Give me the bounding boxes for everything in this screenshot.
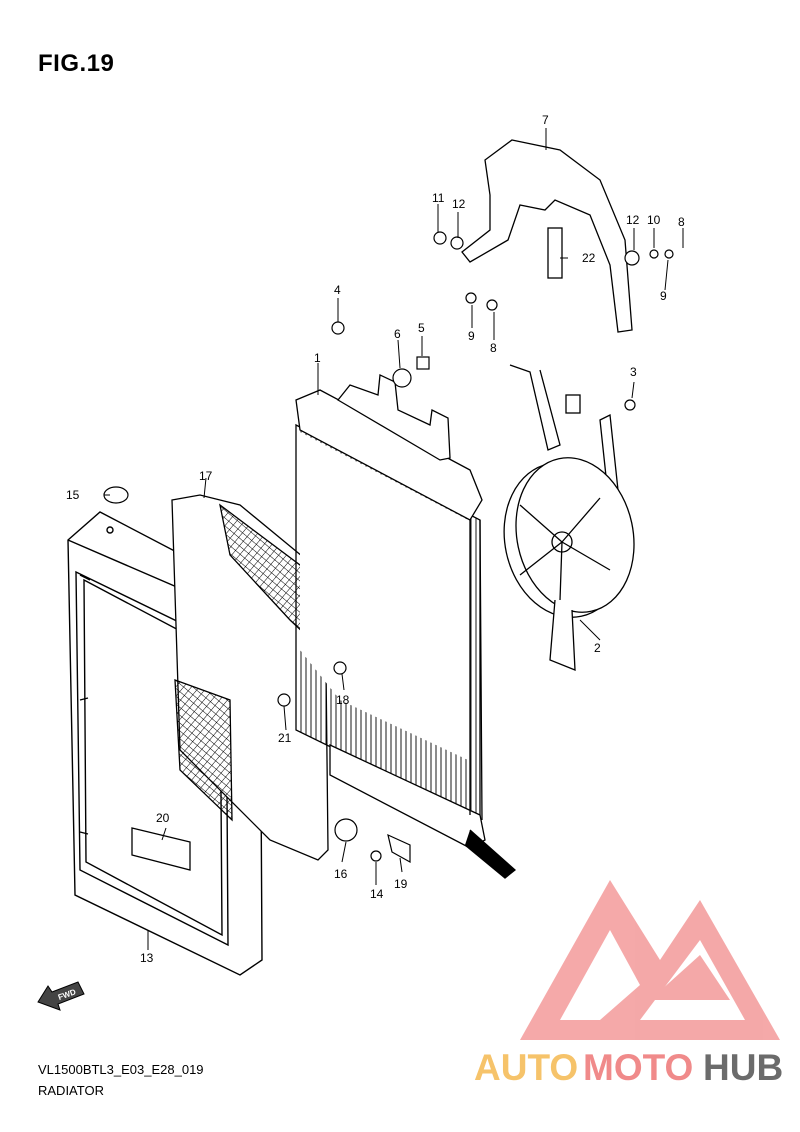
- callout-20: 20: [156, 811, 170, 825]
- callout-13: 13: [140, 951, 154, 965]
- callout-16: 16: [334, 867, 348, 881]
- hardware-parts: [103, 231, 674, 864]
- cooling-fan: [503, 364, 635, 671]
- callout-7: 7: [542, 113, 549, 127]
- callout-9-right: 9: [660, 289, 667, 303]
- leader-lines: [104, 128, 684, 950]
- callout-2: 2: [594, 641, 601, 655]
- callout-labels: 1 2 3 4 5 6 7 8 9 10 11 12 13 14 15 16 1…: [66, 113, 685, 965]
- callout-19: 19: [394, 877, 408, 891]
- callout-11: 11: [432, 191, 445, 205]
- radiator-core: [295, 374, 517, 879]
- watermark-hub: HUB: [703, 1047, 783, 1088]
- callout-18: 18: [336, 693, 350, 707]
- diagram-name: RADIATOR: [38, 1083, 104, 1098]
- callout-12-right: 12: [626, 213, 640, 227]
- callout-6: 6: [394, 327, 401, 341]
- callout-9: 9: [468, 329, 475, 343]
- callout-3: 3: [630, 365, 637, 379]
- watermark-text: AUTO MOTO HUB: [474, 1047, 783, 1088]
- callout-21: 21: [278, 731, 292, 745]
- callout-8: 8: [490, 341, 497, 355]
- fan-bracket: [461, 139, 633, 333]
- watermark-auto: AUTO: [474, 1047, 578, 1088]
- callout-22: 22: [582, 251, 596, 265]
- callout-8-right: 8: [678, 215, 685, 229]
- watermark-logo: [520, 880, 780, 1040]
- callout-1: 1: [314, 351, 321, 365]
- figure-title: FIG.19: [38, 50, 115, 77]
- diagram-code: VL1500BTL3_E03_E28_019: [38, 1062, 204, 1077]
- fwd-arrow-icon: FWD: [37, 981, 85, 1011]
- callout-4: 4: [334, 283, 341, 297]
- callout-5: 5: [418, 321, 425, 335]
- watermark-moto: MOTO: [583, 1047, 693, 1088]
- callout-15: 15: [66, 488, 80, 502]
- callout-10: 10: [647, 213, 661, 227]
- radiator-shroud: [131, 494, 329, 871]
- callout-14: 14: [370, 887, 384, 901]
- callout-17: 17: [199, 469, 213, 483]
- callout-12: 12: [452, 197, 466, 211]
